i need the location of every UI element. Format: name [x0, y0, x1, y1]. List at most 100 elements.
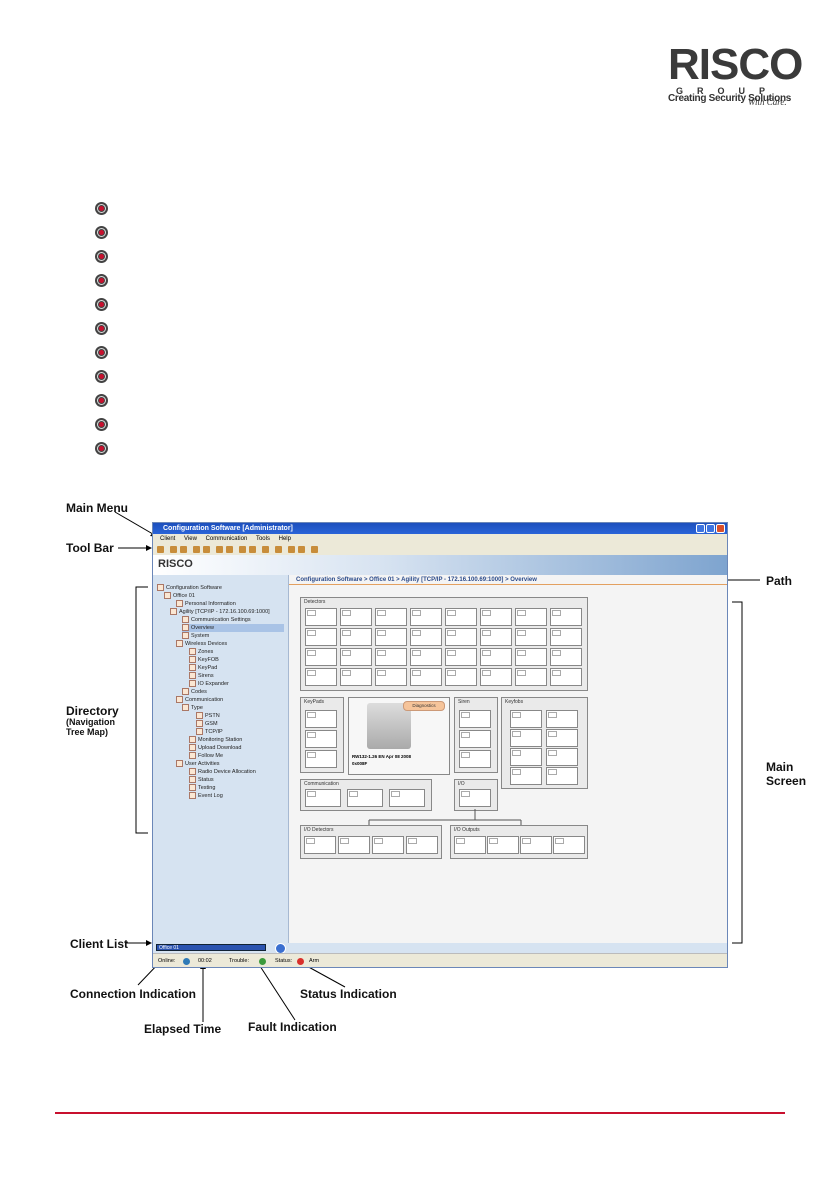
siren-tile[interactable]: [459, 730, 491, 748]
tree-item[interactable]: KeyFOB: [189, 656, 219, 664]
io-output-tile[interactable]: [520, 836, 552, 854]
io-output-tile[interactable]: [487, 836, 519, 854]
menu-view[interactable]: View: [184, 536, 197, 542]
detector-tile[interactable]: [375, 628, 407, 646]
io-detector-tile[interactable]: [338, 836, 370, 854]
tree-item[interactable]: Upload Download: [189, 744, 241, 752]
menu-communication[interactable]: Communication: [205, 536, 248, 542]
tree-item[interactable]: Type: [182, 704, 203, 712]
detector-tile[interactable]: [480, 608, 512, 626]
tree-item[interactable]: Communication Settings: [182, 616, 251, 624]
detector-tile[interactable]: [305, 648, 337, 666]
detector-tile[interactable]: [410, 628, 442, 646]
detector-tile[interactable]: [550, 608, 582, 626]
keyfob-tile[interactable]: [510, 729, 542, 747]
detector-tile[interactable]: [375, 608, 407, 626]
menu-help[interactable]: Help: [278, 536, 291, 542]
detector-tile[interactable]: [375, 668, 407, 686]
client-list-select[interactable]: Office 01: [156, 944, 266, 951]
detector-tile[interactable]: [410, 608, 442, 626]
detector-tile[interactable]: [550, 668, 582, 686]
detector-tile[interactable]: [340, 648, 372, 666]
detector-tile[interactable]: [445, 628, 477, 646]
detector-tile[interactable]: [305, 668, 337, 686]
keyfob-tile[interactable]: [546, 767, 578, 785]
keyfob-tile[interactable]: [546, 710, 578, 728]
tree-item[interactable]: Monitoring Station: [189, 736, 242, 744]
keyfob-tile[interactable]: [510, 710, 542, 728]
io-detector-tile[interactable]: [372, 836, 404, 854]
toolbar-icon[interactable]: [298, 546, 305, 553]
io-detector-tile[interactable]: [406, 836, 438, 854]
pstn-tile[interactable]: [305, 789, 341, 807]
toolbar-icon[interactable]: [311, 546, 318, 553]
detector-tile[interactable]: [515, 608, 547, 626]
tree-item[interactable]: Zones: [189, 648, 213, 656]
detector-tile[interactable]: [305, 608, 337, 626]
menu-tools[interactable]: Tools: [255, 536, 270, 542]
toolbar-icon[interactable]: [249, 546, 256, 553]
tree-item[interactable]: Codes: [182, 688, 207, 696]
detector-tile[interactable]: [515, 668, 547, 686]
tree-item-selected[interactable]: Overview: [182, 624, 284, 632]
tree-item[interactable]: Testing: [189, 784, 215, 792]
detector-tile[interactable]: [375, 648, 407, 666]
siren-tile[interactable]: [459, 710, 491, 728]
toolbar-icon[interactable]: [193, 546, 200, 553]
io-output-tile[interactable]: [454, 836, 486, 854]
tree-item[interactable]: Agility [TCP/IP - 172.16.100.69:1000]: [170, 608, 270, 616]
detector-tile[interactable]: [515, 628, 547, 646]
io-tile[interactable]: [459, 789, 491, 807]
tree-item[interactable]: Office 01: [164, 592, 195, 600]
tree-item[interactable]: Event Log: [189, 792, 223, 800]
tree-item[interactable]: Follow Me: [189, 752, 223, 760]
toolbar-icon[interactable]: [170, 546, 177, 553]
keyfob-tile[interactable]: [546, 729, 578, 747]
tree-item[interactable]: PSTN: [196, 712, 220, 720]
diagnostics-button[interactable]: Diagnostics: [403, 701, 445, 711]
toolbar-icon[interactable]: [288, 546, 295, 553]
detector-tile[interactable]: [445, 648, 477, 666]
toolbar-icon[interactable]: [180, 546, 187, 553]
detector-tile[interactable]: [340, 628, 372, 646]
keyfob-tile[interactable]: [510, 767, 542, 785]
toolbar-icon[interactable]: [216, 546, 223, 553]
toolbar-icon[interactable]: [262, 546, 269, 553]
minimize-button[interactable]: [696, 524, 705, 533]
detector-tile[interactable]: [480, 628, 512, 646]
tree-item[interactable]: TCP/IP: [196, 728, 223, 736]
tree-item[interactable]: Configuration Software: [157, 584, 222, 592]
detector-tile[interactable]: [480, 668, 512, 686]
siren-tile[interactable]: [459, 750, 491, 768]
tree-item[interactable]: Wireless Devices: [176, 640, 227, 648]
tree-item[interactable]: GSM: [196, 720, 218, 728]
keypad-tile[interactable]: [305, 710, 337, 728]
detector-tile[interactable]: [340, 668, 372, 686]
tree-item[interactable]: Communication: [176, 696, 223, 704]
toolbar-icon[interactable]: [157, 546, 164, 553]
tree-item[interactable]: Personal Information: [176, 600, 236, 608]
detector-tile[interactable]: [410, 648, 442, 666]
io-output-tile[interactable]: [553, 836, 585, 854]
detector-tile[interactable]: [515, 648, 547, 666]
tree-item[interactable]: KeyPad: [189, 664, 217, 672]
toolbar-icon[interactable]: [275, 546, 282, 553]
detector-tile[interactable]: [445, 608, 477, 626]
detector-tile[interactable]: [340, 608, 372, 626]
tree-item[interactable]: User Activities: [176, 760, 220, 768]
toolbar-icon[interactable]: [203, 546, 210, 553]
toolbar-icon[interactable]: [226, 546, 233, 553]
keypad-tile[interactable]: [305, 750, 337, 768]
detector-tile[interactable]: [445, 668, 477, 686]
tree-item[interactable]: IO Expander: [189, 680, 229, 688]
detector-tile[interactable]: [480, 648, 512, 666]
keyfob-tile[interactable]: [510, 748, 542, 766]
tree-item[interactable]: Sirens: [189, 672, 214, 680]
keyfob-tile[interactable]: [546, 748, 578, 766]
menu-client[interactable]: Client: [160, 536, 176, 542]
maximize-button[interactable]: [706, 524, 715, 533]
tcpip-tile[interactable]: [389, 789, 425, 807]
detector-tile[interactable]: [550, 648, 582, 666]
gsm-tile[interactable]: [347, 789, 383, 807]
tree-item[interactable]: System: [182, 632, 209, 640]
